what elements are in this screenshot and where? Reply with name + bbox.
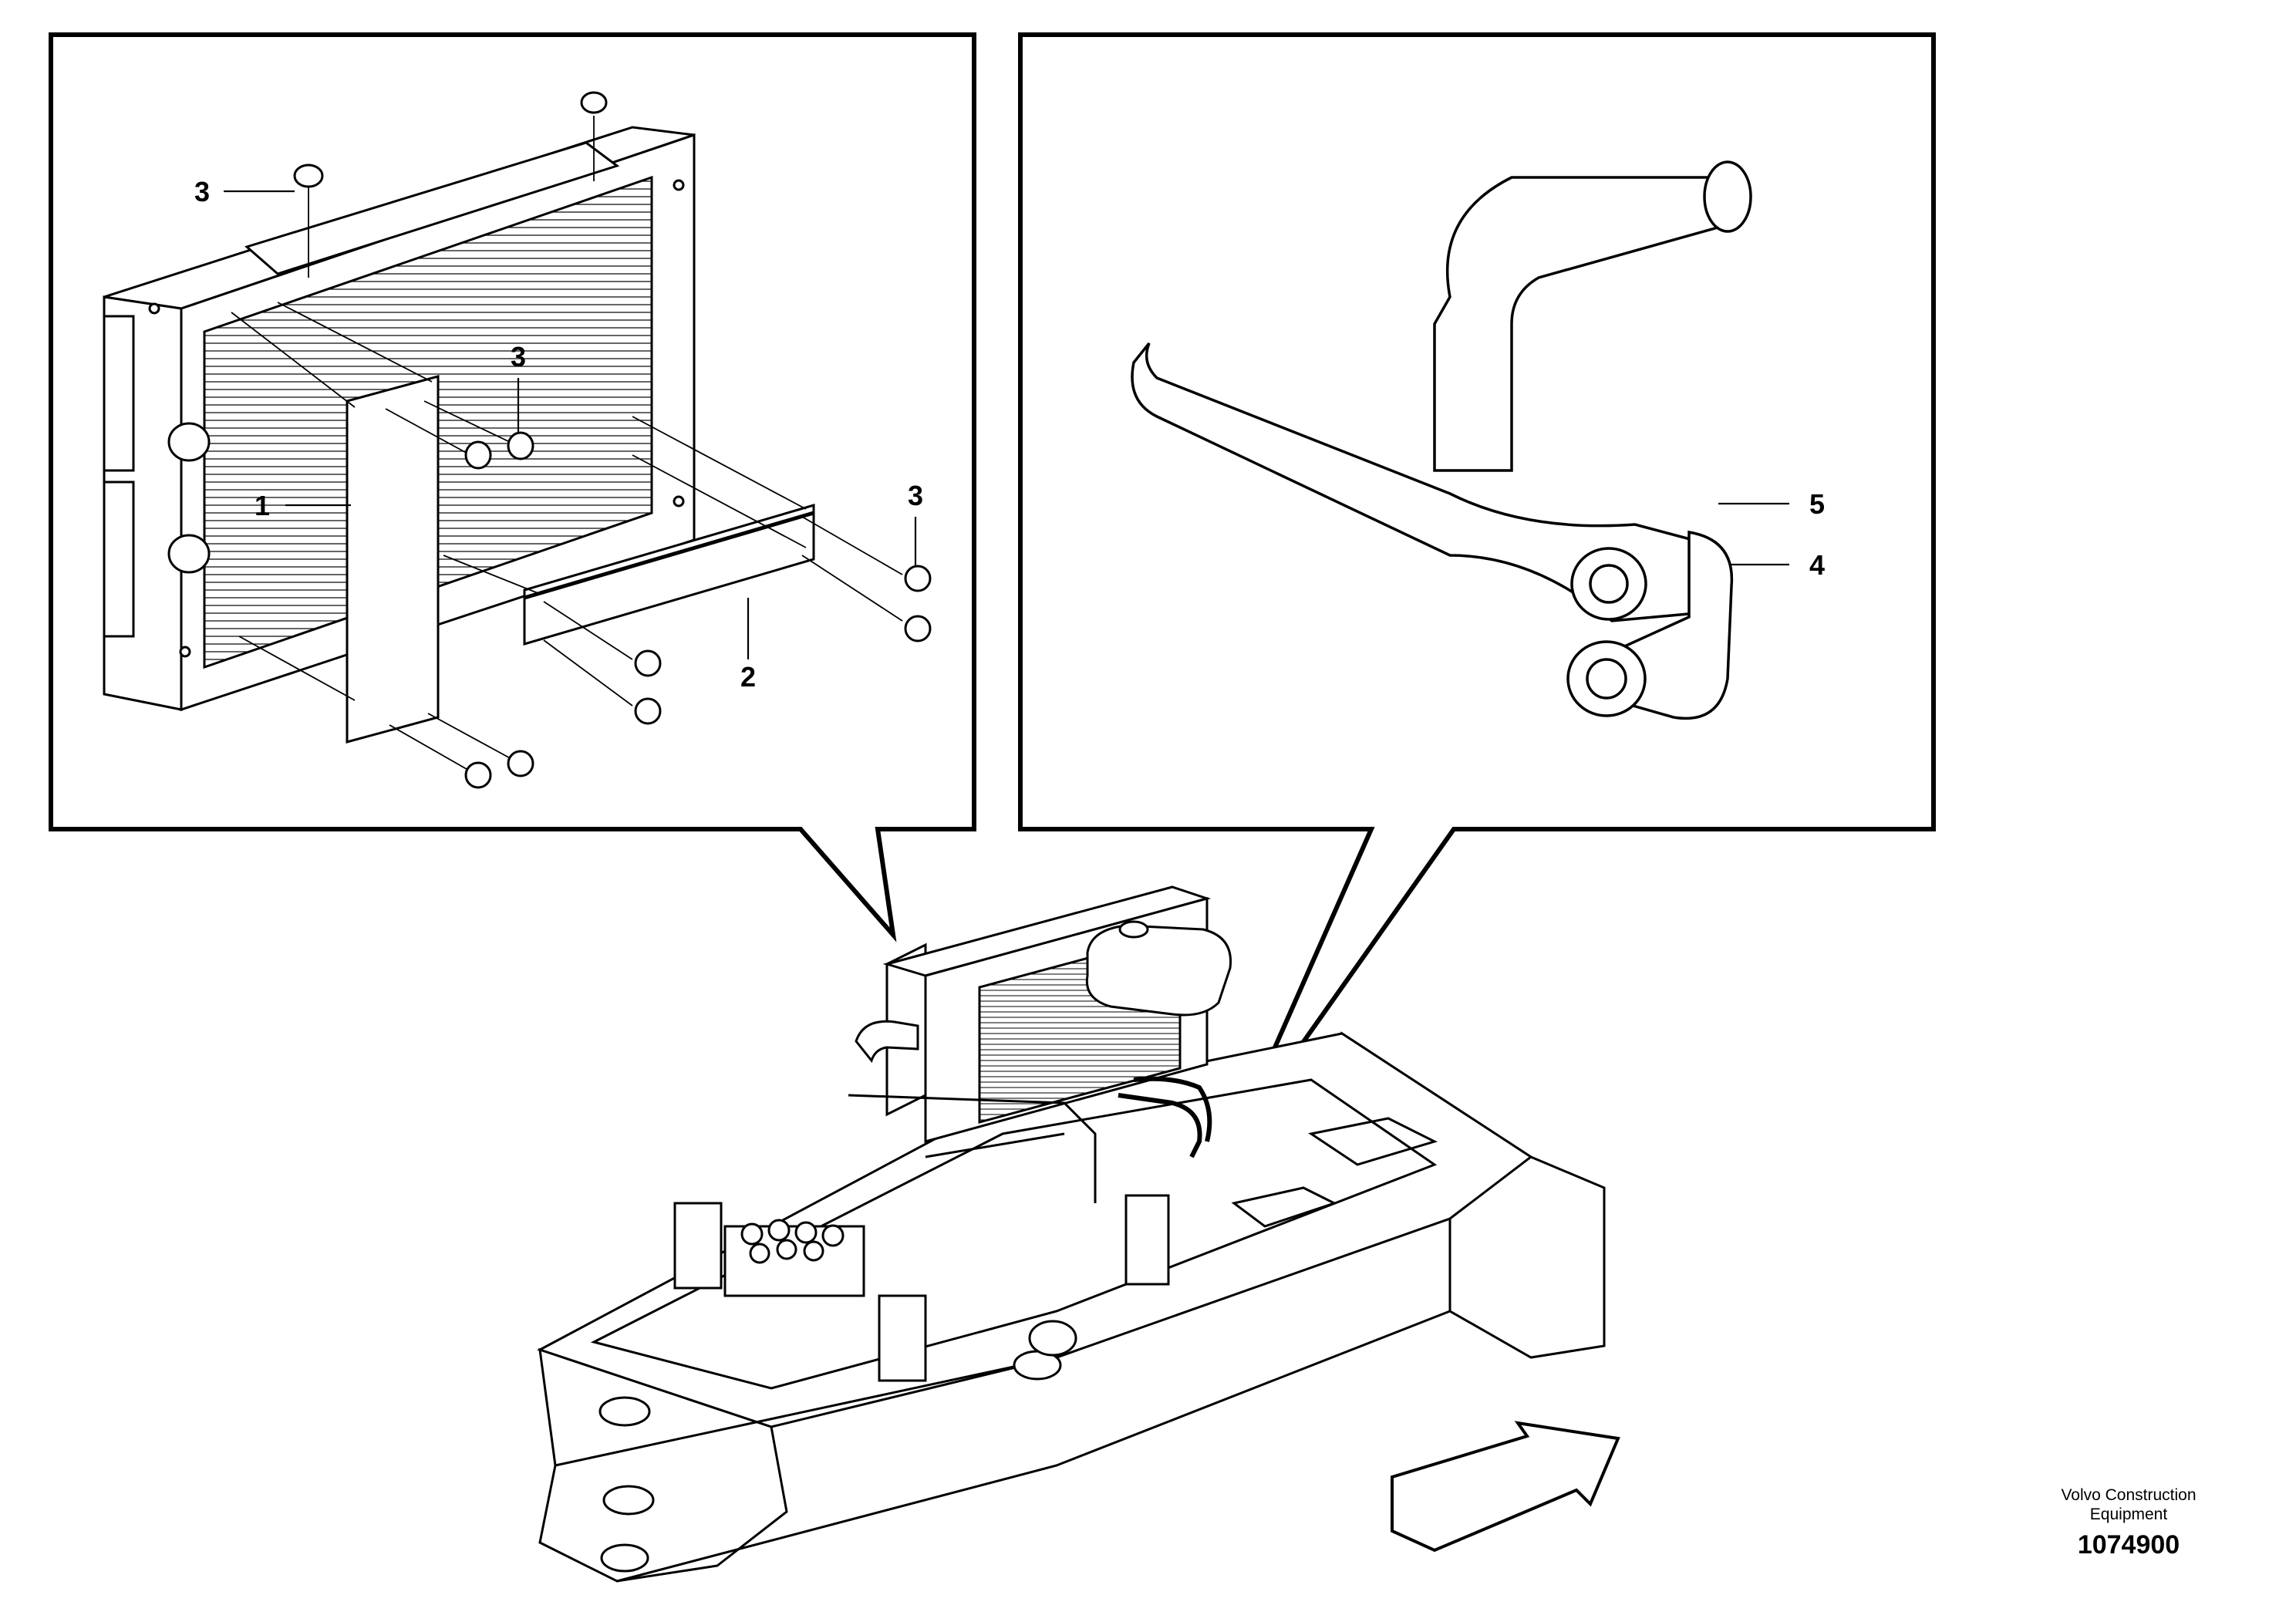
pin-hole xyxy=(598,1396,651,1427)
bolt-hole xyxy=(673,179,685,191)
screw-icon xyxy=(464,440,492,470)
callout-4: 4 xyxy=(1809,549,1825,581)
screw-icon xyxy=(634,697,662,725)
mount-tower xyxy=(878,1294,927,1382)
credit-text: Volvo Construction Equipment xyxy=(2021,1485,2237,1524)
callout-1: 1 xyxy=(255,490,270,521)
callout-3-right: 3 xyxy=(908,480,923,511)
fasteners xyxy=(293,91,932,789)
screw-icon xyxy=(580,91,608,114)
top-bracket xyxy=(244,141,620,275)
pipe-stub-lower xyxy=(167,534,211,574)
part-number: 1074900 xyxy=(2077,1530,2180,1560)
pin-hole xyxy=(602,1485,655,1516)
bolt-hole xyxy=(148,302,160,315)
screw-icon xyxy=(904,615,932,642)
frame-hose xyxy=(1118,1076,1212,1158)
pin-hole xyxy=(600,1543,649,1573)
expansion-tank xyxy=(1085,924,1232,1017)
screw-icon xyxy=(507,431,534,460)
side-rail xyxy=(555,1310,1451,1583)
leader-lines-left xyxy=(224,190,917,659)
detail-panel-left: 1 2 3 3 3 xyxy=(49,32,976,943)
frame-pipe xyxy=(848,1094,1097,1203)
callout-3-top: 3 xyxy=(194,176,210,207)
bolt-hole xyxy=(179,646,191,658)
side-plate-lower xyxy=(103,481,135,638)
deck-cutout xyxy=(1231,1117,1438,1228)
credit-line-2: Equipment xyxy=(2089,1506,2168,1523)
cover-plate-1 xyxy=(346,375,440,744)
inner-deck xyxy=(590,1078,1438,1390)
battery-caps xyxy=(740,1219,845,1264)
hose-5 xyxy=(1131,160,1752,622)
bolt-hole xyxy=(673,495,685,508)
callout-5: 5 xyxy=(1809,488,1825,520)
tank-cap xyxy=(1118,920,1149,939)
deck-port xyxy=(1028,1320,1077,1357)
hose-4 xyxy=(1566,530,1734,720)
pipe-stub-upper xyxy=(167,422,211,462)
assembly-lines xyxy=(231,116,903,772)
screw-icon xyxy=(904,565,932,592)
mount-tower xyxy=(1124,1194,1170,1286)
screw-icon xyxy=(507,750,534,777)
screw-icon xyxy=(634,649,662,677)
screw-icon xyxy=(293,164,324,188)
detail-panel-right: 5 4 xyxy=(1018,32,1936,1141)
direction-arrow-icon xyxy=(1391,1421,1620,1553)
leader-lines-right xyxy=(1718,502,1789,566)
side-plate-upper xyxy=(103,315,135,472)
frame-hose-left xyxy=(855,1020,919,1064)
cover-plate-2 xyxy=(523,503,815,646)
machine-frame-overview xyxy=(537,885,1606,1583)
panel-right-frame xyxy=(1018,32,1936,1141)
credit-line-1: Volvo Construction xyxy=(2061,1486,2197,1504)
callout-3-center: 3 xyxy=(511,341,526,373)
callout-2: 2 xyxy=(740,661,756,693)
mount-tower xyxy=(673,1202,723,1290)
screw-icon xyxy=(464,761,492,789)
cover-plate-2-edge xyxy=(524,511,814,600)
